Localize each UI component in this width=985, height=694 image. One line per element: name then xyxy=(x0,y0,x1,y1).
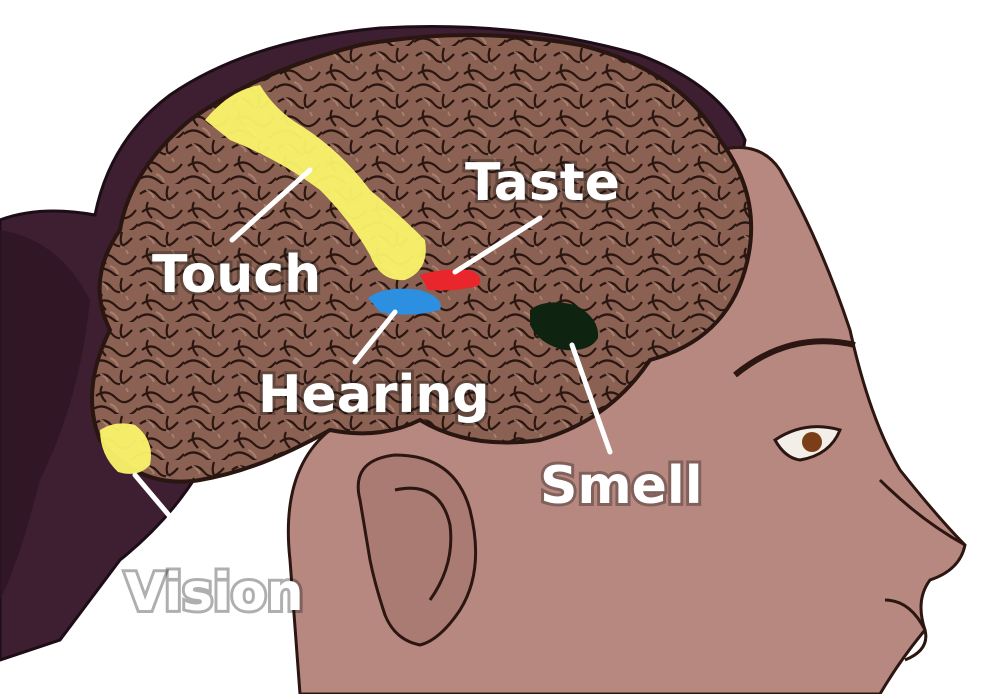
eyebrow-shape xyxy=(733,338,856,378)
touch-leader xyxy=(229,167,313,243)
hearing-region xyxy=(368,288,441,315)
taste-leader xyxy=(452,215,543,275)
hearing-leader xyxy=(352,309,398,365)
hearing-label: Hearing xyxy=(258,365,490,425)
vision-region xyxy=(100,423,151,474)
ear-shape xyxy=(356,453,478,647)
taste-region xyxy=(420,269,481,291)
smell-leader xyxy=(569,342,613,455)
vision-leader xyxy=(132,472,203,555)
touch-label: Touch xyxy=(152,245,321,305)
smell-region xyxy=(530,302,599,351)
touch-region xyxy=(205,85,426,281)
smell-label: Smell xyxy=(540,456,703,516)
taste-label: Taste xyxy=(465,153,620,213)
vision-label: Vision xyxy=(125,563,304,623)
